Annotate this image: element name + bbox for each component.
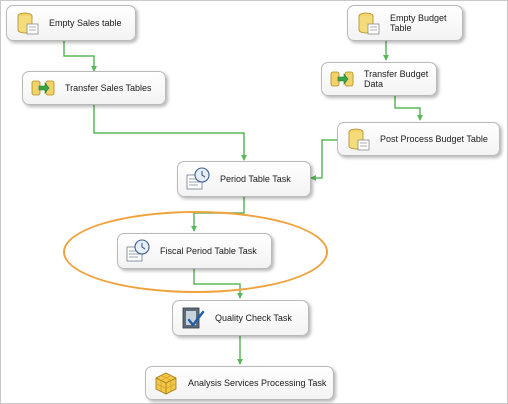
task-label: Empty Budget Table [390, 13, 447, 33]
sql-table-icon [348, 128, 370, 151]
sql-table-icon [17, 12, 39, 35]
connector-empty-sales-to-transfer-sales [63, 40, 97, 72]
task-analysis-services-processing[interactable]: Analysis Services Processing Task [145, 366, 334, 400]
sql-table-icon [358, 12, 380, 35]
script-clock-icon [186, 167, 210, 190]
task-empty-sales-table[interactable]: Empty Sales table [6, 5, 136, 41]
task-quality-check[interactable]: Quality Check Task [172, 300, 309, 336]
checklist-icon [182, 307, 205, 329]
task-transfer-sales-tables[interactable]: Transfer Sales Tables [22, 71, 166, 105]
task-label: Analysis Services Processing Task [188, 378, 327, 388]
task-label: Transfer Budget Data [364, 69, 429, 89]
task-period-table[interactable]: Period Table Task [177, 161, 311, 197]
data-flow-icon [330, 71, 354, 87]
connector-transfer-sales-to-period-table [93, 104, 247, 161]
task-label: Post Process Budget Table [380, 134, 488, 144]
task-label: Period Table Task [220, 174, 291, 184]
task-label: Quality Check Task [215, 313, 292, 323]
connector-post-process-to-period-table [310, 139, 337, 181]
highlight-ellipse [63, 211, 328, 293]
connector-transfer-budget-to-post-process [394, 95, 423, 121]
task-transfer-budget-data[interactable]: Transfer Budget Data [321, 62, 437, 96]
task-empty-budget-table[interactable]: Empty Budget Table [347, 5, 463, 41]
task-label: Empty Sales table [49, 18, 122, 28]
analysis-cube-icon [155, 372, 177, 395]
task-label: Transfer Sales Tables [65, 83, 152, 93]
data-flow-icon [31, 80, 55, 96]
task-post-process-budget-table[interactable]: Post Process Budget Table [337, 122, 500, 156]
